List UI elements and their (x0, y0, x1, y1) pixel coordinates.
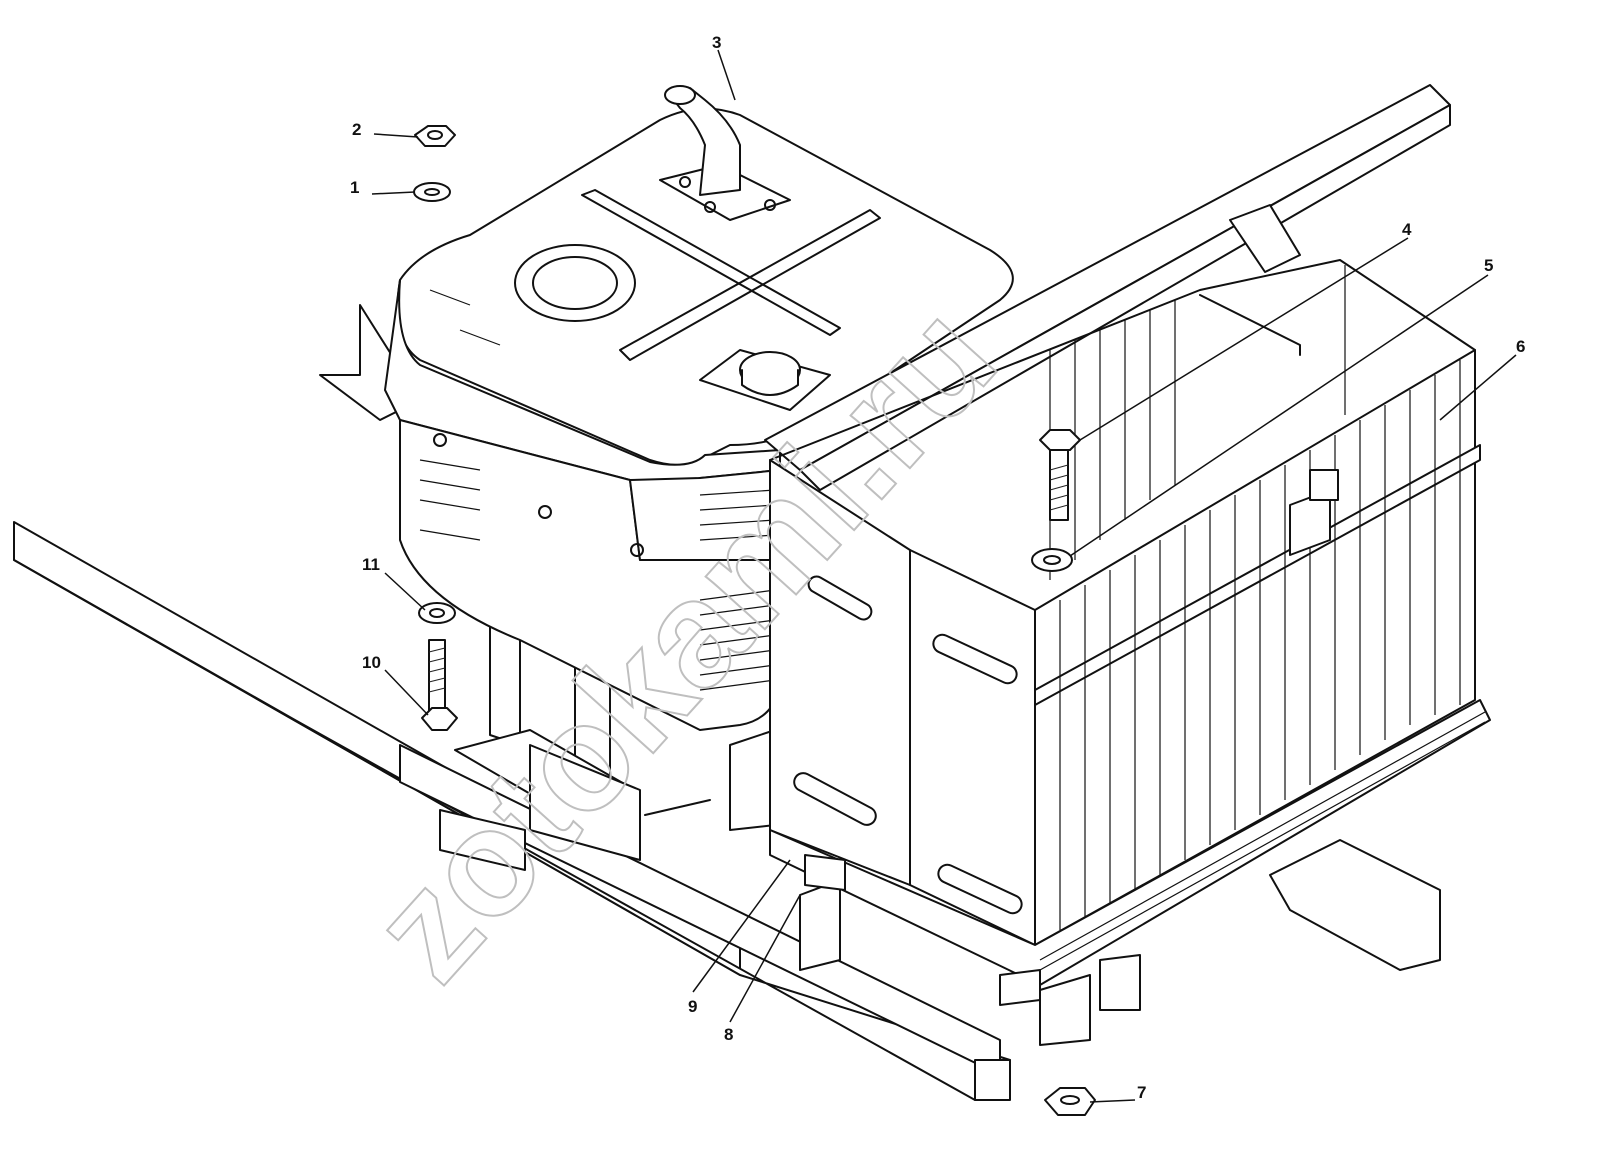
washer-5 (1031, 548, 1073, 572)
callout-5: 5 (1484, 256, 1493, 275)
callout-labels: 1 2 3 4 5 6 7 8 9 10 11 (350, 33, 1525, 1102)
filler-cap (699, 349, 831, 411)
callout-4: 4 (1402, 220, 1412, 239)
washer-1 (413, 182, 451, 202)
washer-11 (418, 602, 456, 624)
nut-7 (1044, 1087, 1096, 1116)
breather-pipe (659, 85, 791, 221)
battery-box (764, 84, 1491, 1006)
callout-2: 2 (352, 120, 361, 139)
callout-3: 3 (712, 33, 721, 52)
nut-2 (414, 125, 456, 147)
bolt-10 (421, 639, 458, 731)
clamp-bolt (1039, 429, 1081, 521)
callout-6: 6 (1516, 337, 1525, 356)
leader-lines (371, 49, 1517, 1103)
callout-11: 11 (362, 555, 380, 574)
callout-1: 1 (350, 178, 359, 197)
callout-7: 7 (1137, 1083, 1146, 1102)
callout-8: 8 (724, 1025, 733, 1044)
fuel-tank (384, 85, 1014, 731)
callout-10: 10 (362, 653, 381, 672)
callout-9: 9 (688, 997, 697, 1016)
